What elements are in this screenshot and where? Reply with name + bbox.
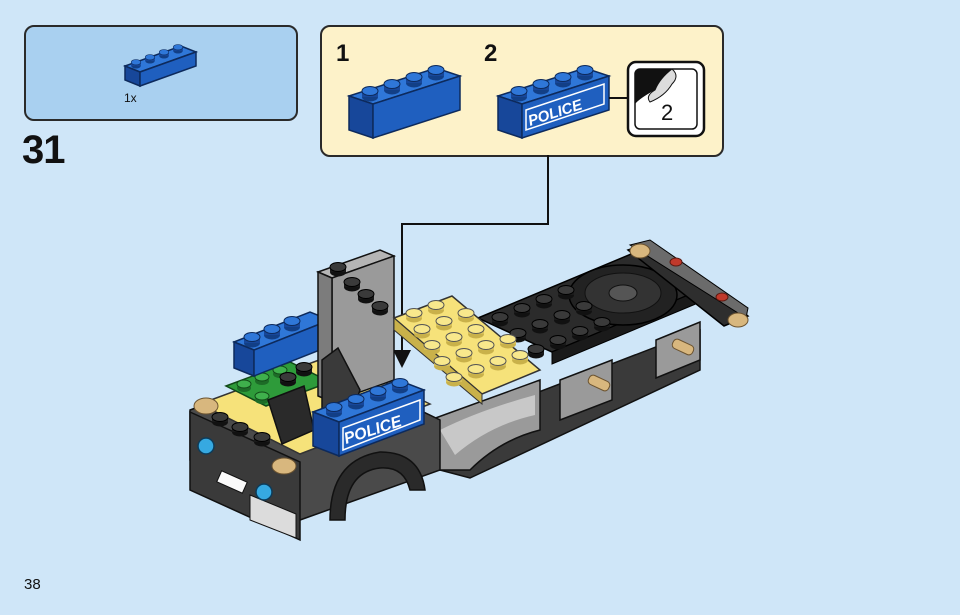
part-blue-brick-1x4	[122, 44, 199, 88]
page-number: 38	[24, 576, 41, 593]
placement-arrow	[393, 155, 549, 368]
part-quantity: 1x	[124, 91, 137, 105]
substep-2-police-brick: POLICE	[495, 65, 612, 140]
substep-label-1: 1	[336, 40, 350, 67]
substep-label-2: 2	[484, 40, 498, 67]
vehicle-assembly: POLICE	[189, 239, 750, 542]
sticker-callout: 2	[609, 60, 706, 138]
step-number: 31	[22, 128, 65, 172]
sticker-count: 2	[661, 100, 673, 125]
substep-1-brick	[346, 65, 463, 140]
